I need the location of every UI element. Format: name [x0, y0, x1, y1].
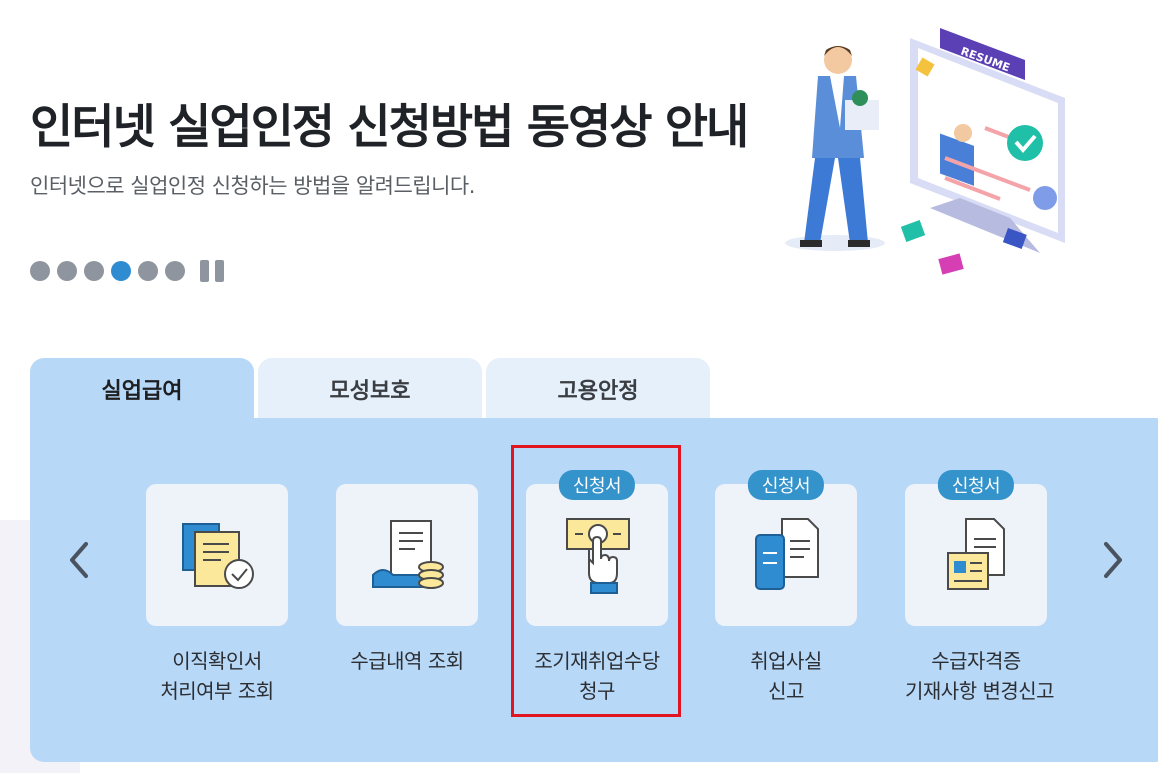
id-card-document-icon — [947, 518, 1005, 590]
card-icon-box[interactable] — [146, 484, 288, 626]
card-label: 조기재취업수당 청구 — [534, 649, 660, 703]
prev-arrow-icon[interactable] — [64, 540, 94, 580]
tab-label: 고용안정 — [557, 379, 639, 404]
pause-button[interactable] — [200, 260, 224, 282]
phone-document-icon — [755, 518, 819, 590]
card-icon-box[interactable] — [336, 484, 478, 626]
card-icon-box[interactable] — [715, 484, 857, 626]
banner-illustration: RESUME — [785, 28, 1065, 275]
card-icon-box[interactable] — [526, 484, 668, 626]
banner-title: 인터넷 실업인정 신청방법 동영상 안내 — [30, 100, 749, 155]
card-label: 수급내역 조회 — [350, 649, 464, 673]
slide-dot-5[interactable] — [138, 261, 158, 281]
tab-unemployment-benefit[interactable]: 실업급여 — [30, 358, 254, 420]
slide-indicator — [30, 260, 224, 282]
slide-dot-1[interactable] — [30, 261, 50, 281]
tab-label: 실업급여 — [101, 379, 183, 404]
selection-highlight — [511, 445, 681, 717]
card-label: 수급자격증 기재사항 변경신고 — [905, 649, 1055, 703]
service-card-employment-report[interactable]: 신청서 취업사실 신고 — [715, 470, 857, 706]
service-card-eligibility-change[interactable]: 신청서 수급자격증 기재사항 변경신고 — [905, 470, 1055, 706]
slide-dot-3[interactable] — [84, 261, 104, 281]
slide-dot-4[interactable] — [111, 261, 131, 281]
tab-employment-stability[interactable]: 고용안정 — [486, 358, 710, 420]
pause-icon — [200, 260, 209, 282]
receipt-coins-icon — [372, 520, 444, 589]
document-check-icon — [182, 523, 254, 589]
service-card-separation-notice[interactable]: 이직확인서 처리여부 조회 — [146, 484, 288, 706]
application-badge: 신청서 — [747, 470, 825, 500]
application-badge: 신청서 — [937, 470, 1015, 500]
tab-maternity-protection[interactable]: 모성보호 — [258, 358, 482, 420]
tab-label: 모성보호 — [329, 379, 411, 404]
next-arrow-icon[interactable] — [1098, 540, 1128, 580]
slide-dot-6[interactable] — [165, 261, 185, 281]
application-badge: 신청서 — [558, 470, 636, 500]
slide-dot-2[interactable] — [57, 261, 77, 281]
card-label: 취업사실 신고 — [750, 649, 822, 703]
banner-subtitle: 인터넷으로 실업인정 신청하는 방법을 알려드립니다. — [30, 174, 475, 198]
hand-money-icon — [566, 518, 630, 594]
service-card-early-reemployment[interactable]: 신청서 조기재취업수당 청구 — [526, 470, 668, 706]
service-card-benefit-history[interactable]: 수급내역 조회 — [336, 484, 478, 676]
card-icon-box[interactable] — [905, 484, 1047, 626]
card-label: 이직확인서 처리여부 조회 — [160, 649, 274, 703]
